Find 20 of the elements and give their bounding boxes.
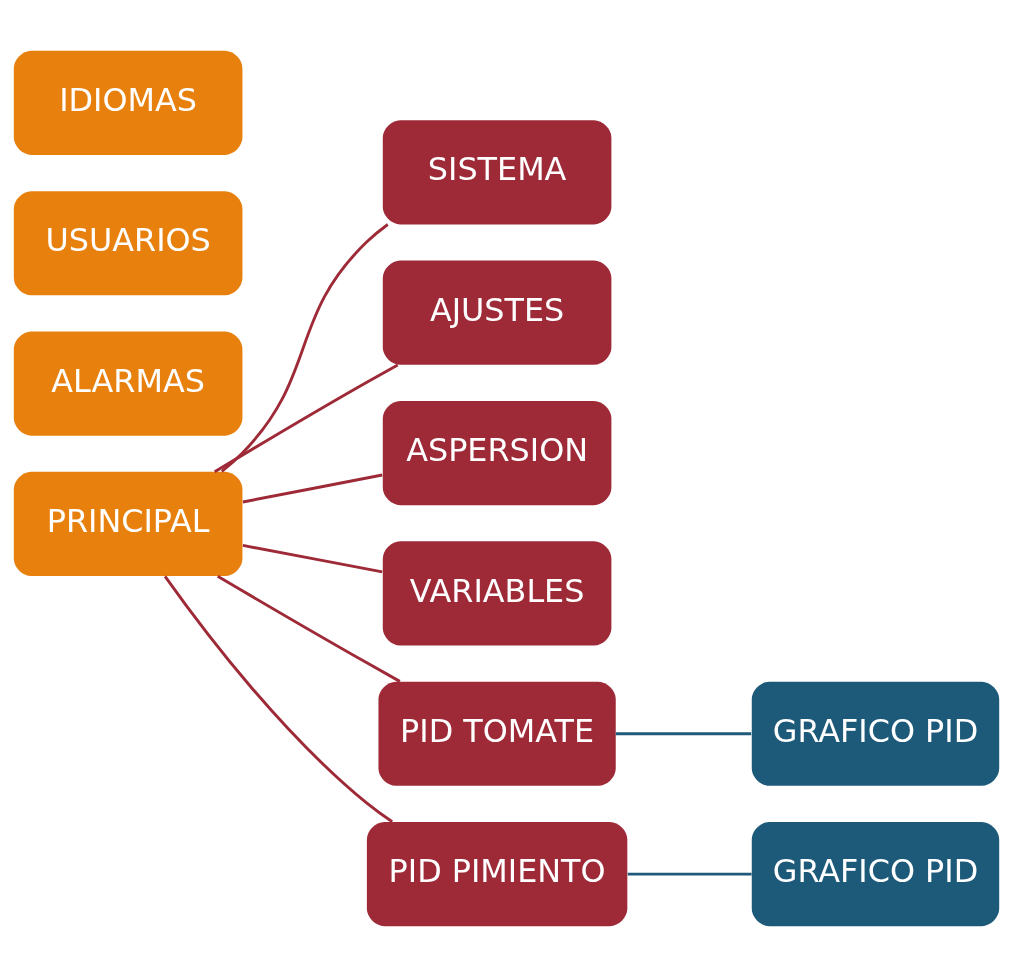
node-box: AJUSTES <box>382 260 612 365</box>
node-box: PRINCIPAL <box>13 471 243 576</box>
node-box: USUARIOS <box>13 190 243 295</box>
node-box: GRAFICO PID <box>751 821 1000 926</box>
node-box: GRAFICO PID <box>751 681 1000 786</box>
connector <box>242 473 383 503</box>
connector <box>615 731 752 735</box>
connector <box>220 222 389 473</box>
node-box: SISTEMA <box>382 119 612 224</box>
node-box: PID PIMIENTO <box>366 821 628 926</box>
node-box: PID TOMATE <box>378 681 616 786</box>
connector <box>163 574 393 823</box>
connector <box>213 363 399 473</box>
connector <box>242 543 383 573</box>
node-box: ALARMAS <box>13 331 243 436</box>
connector <box>216 574 401 683</box>
node-box: IDIOMAS <box>13 50 243 155</box>
node-box: VARIABLES <box>382 540 612 645</box>
node-box: ASPERSION <box>382 400 612 505</box>
connector <box>627 872 752 876</box>
